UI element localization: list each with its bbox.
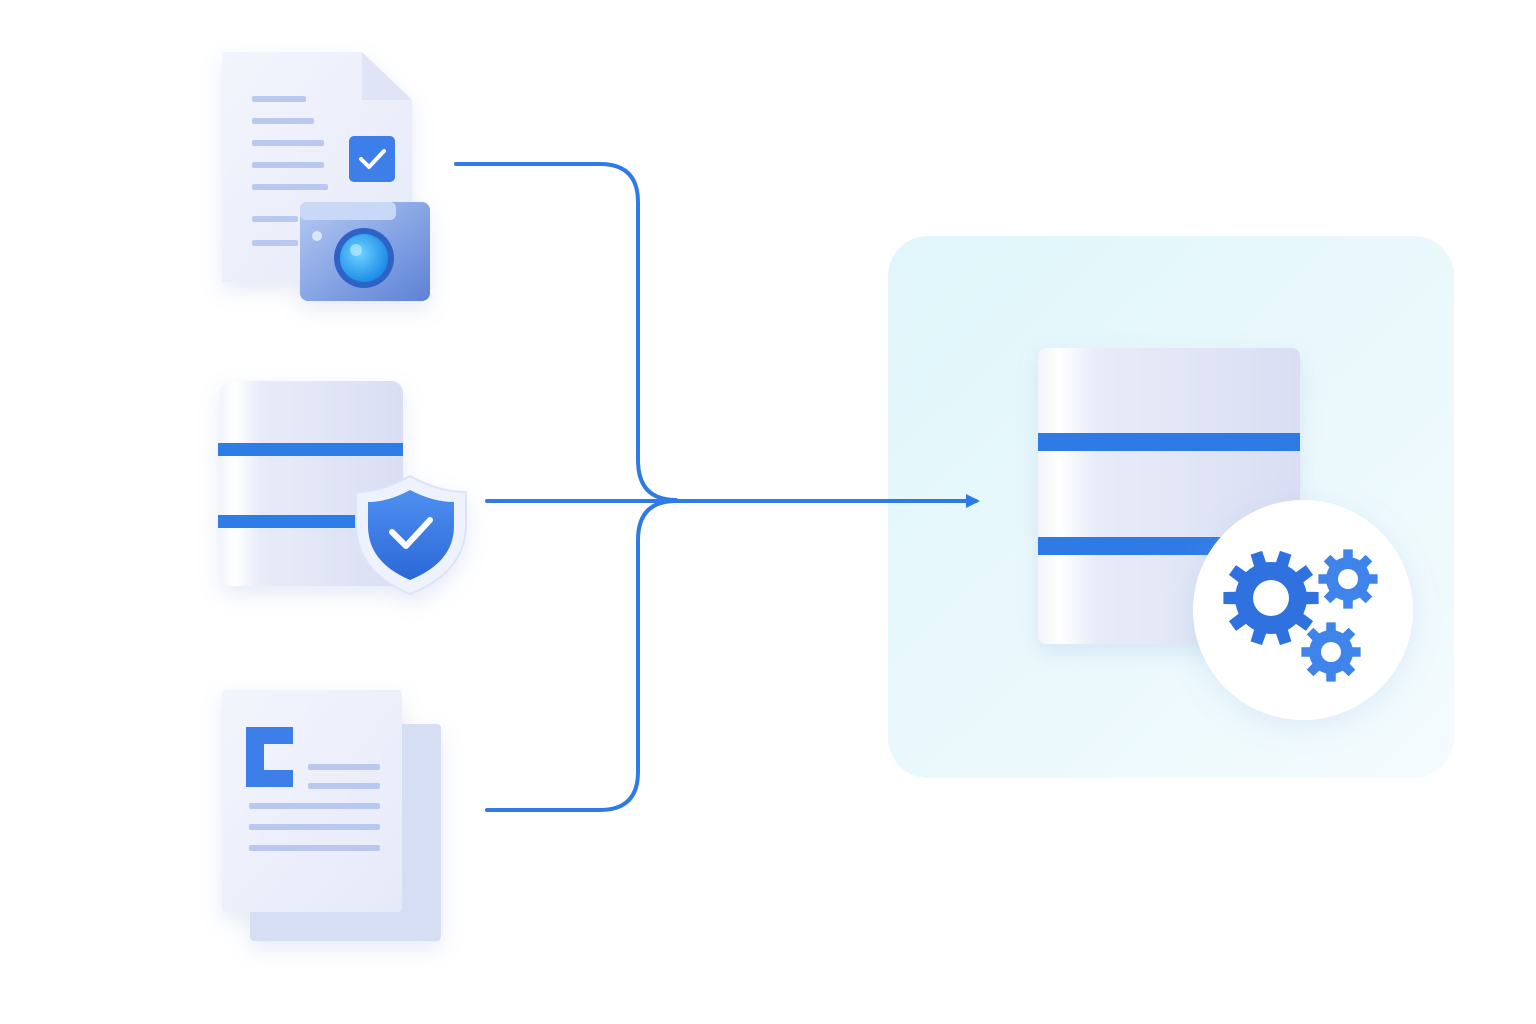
source-document-camera: [222, 52, 430, 301]
gear-small-icon: [1318, 549, 1378, 609]
text-lines-icon: [249, 764, 380, 851]
connectors: [454, 162, 980, 812]
source-database-shield: [218, 381, 467, 596]
letter-c-icon: [246, 727, 293, 787]
source-document-stack: [222, 690, 441, 941]
checkbox-icon: [349, 136, 395, 182]
gear-large-icon: [1223, 550, 1319, 646]
database-stripe: [1038, 433, 1300, 451]
page-fold-icon: [362, 52, 412, 100]
camera-icon: [300, 202, 430, 301]
database-stripe: [218, 443, 403, 456]
target-database-gears: [1038, 348, 1413, 720]
text-lines-icon: [252, 96, 328, 246]
shield-check-icon: [355, 474, 467, 596]
gear-small-icon: [1301, 622, 1361, 682]
document-icon: [222, 690, 402, 912]
connector-bottom: [485, 499, 678, 812]
gears-icon: [1223, 549, 1378, 682]
connector-top: [454, 162, 678, 502]
